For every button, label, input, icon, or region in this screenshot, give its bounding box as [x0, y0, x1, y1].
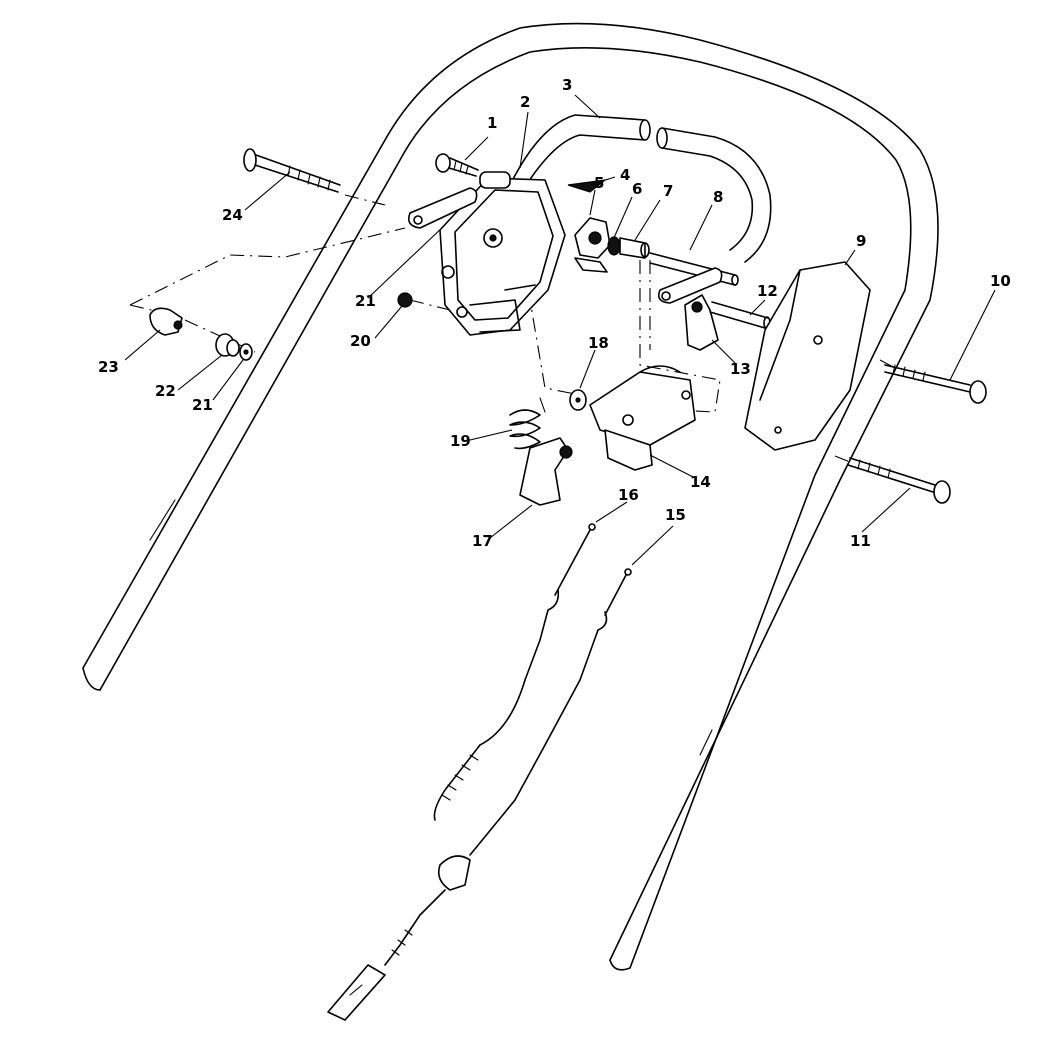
- part-9-cover: [744, 261, 871, 451]
- leader-lines: [124, 94, 996, 566]
- callout-18: 18: [588, 334, 609, 352]
- right-link-and-part-13: [657, 267, 723, 351]
- callout-8: 8: [713, 188, 723, 206]
- callout-23: 23: [98, 358, 119, 376]
- part-11-bolt: [847, 457, 951, 504]
- callout-21-upper: 21: [355, 292, 376, 310]
- callout-24: 24: [222, 206, 243, 224]
- callout-13: 13: [730, 360, 751, 378]
- callout-15: 15: [665, 506, 686, 524]
- callout-7: 7: [663, 182, 673, 200]
- callout-10: 10: [990, 272, 1011, 290]
- callout-12: 12: [757, 282, 778, 300]
- callout-19: 19: [450, 432, 471, 450]
- part-18-washer: [569, 389, 587, 411]
- part-24-bolt: [243, 148, 341, 193]
- callout-16: 16: [618, 486, 639, 504]
- callout-22: 22: [155, 382, 176, 400]
- part-20-nut: [397, 292, 413, 308]
- part-22-spacer: [215, 333, 240, 357]
- part-21-nut: [239, 343, 253, 361]
- part-1-screw: [435, 153, 479, 177]
- callout-5: 5: [594, 174, 604, 192]
- callout-21-lower: 21: [192, 396, 213, 414]
- callout-17: 17: [472, 532, 493, 550]
- left-housing: [439, 171, 566, 336]
- part-10-bolt: [884, 364, 987, 404]
- handle-frame: [82, 22, 939, 971]
- part-16-cable: [433, 523, 596, 821]
- part-5-cam: [574, 217, 611, 273]
- part-17-trigger: [519, 437, 573, 506]
- callout-labels: 1 2 3 4 5 6 7 8 9 10 11 12 13 14 15 16 1…: [98, 76, 1011, 550]
- callout-3: 3: [562, 76, 572, 94]
- part-12-rod: [709, 301, 771, 330]
- callout-14: 14: [690, 473, 711, 491]
- callout-9: 9: [856, 232, 866, 250]
- part-15-cable: [327, 568, 632, 1021]
- left-link: [407, 187, 478, 229]
- callout-20: 20: [350, 332, 371, 350]
- part-14-bracket: [589, 365, 696, 471]
- part-19-spring: [509, 397, 546, 450]
- callout-4: 4: [620, 166, 630, 184]
- callout-2: 2: [520, 93, 530, 111]
- callout-6: 6: [632, 180, 642, 198]
- callout-1: 1: [487, 114, 497, 132]
- part-23-fitting: [149, 307, 183, 336]
- callout-11: 11: [850, 532, 871, 550]
- parts-6-7-8: [607, 236, 739, 286]
